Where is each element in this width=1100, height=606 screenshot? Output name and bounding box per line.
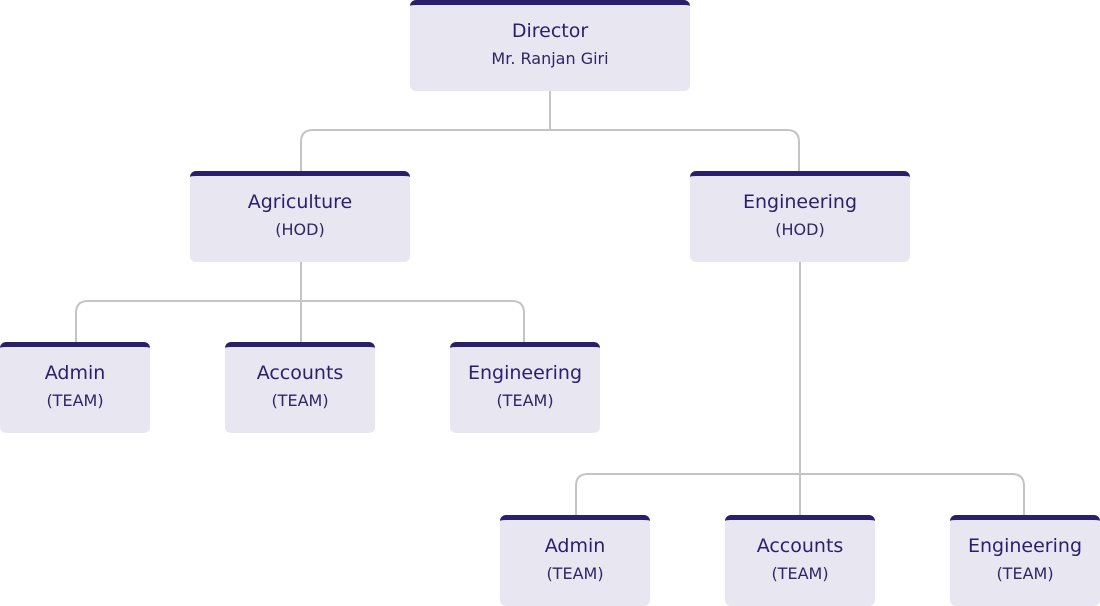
node-subtitle: (TEAM): [996, 564, 1054, 583]
node-agriculture-hod[interactable]: Agriculture (HOD): [190, 171, 410, 262]
node-agri-admin-team[interactable]: Admin (TEAM): [0, 342, 150, 433]
node-eng-engineering-team[interactable]: Engineering (TEAM): [950, 515, 1100, 606]
node-title: Admin: [44, 362, 106, 384]
node-subtitle: (TEAM): [546, 564, 604, 583]
node-subtitle: (TEAM): [771, 564, 829, 583]
node-subtitle: Mr. Ranjan Giri: [491, 49, 609, 68]
node-engineering-hod[interactable]: Engineering (HOD): [690, 171, 910, 262]
node-title: Engineering: [743, 191, 857, 213]
node-title: Engineering: [468, 362, 582, 384]
node-title: Accounts: [256, 362, 344, 384]
connector-agriculture: [75, 261, 525, 342]
node-agri-accounts-team[interactable]: Accounts (TEAM): [225, 342, 375, 433]
node-agri-engineering-team[interactable]: Engineering (TEAM): [450, 342, 600, 433]
node-title: Engineering: [968, 535, 1082, 557]
node-eng-accounts-team[interactable]: Accounts (TEAM): [725, 515, 875, 606]
node-subtitle: (TEAM): [46, 391, 104, 410]
node-director[interactable]: Director Mr. Ranjan Giri: [410, 0, 690, 91]
node-subtitle: (HOD): [275, 220, 325, 239]
node-title: Director: [511, 20, 589, 42]
node-subtitle: (TEAM): [271, 391, 329, 410]
node-title: Agriculture: [247, 191, 353, 213]
node-title: Admin: [544, 535, 606, 557]
node-title: Accounts: [756, 535, 844, 557]
node-subtitle: (TEAM): [496, 391, 554, 410]
node-eng-admin-team[interactable]: Admin (TEAM): [500, 515, 650, 606]
connector-engineering: [575, 261, 1025, 515]
node-subtitle: (HOD): [775, 220, 825, 239]
connector-director: [300, 90, 800, 171]
